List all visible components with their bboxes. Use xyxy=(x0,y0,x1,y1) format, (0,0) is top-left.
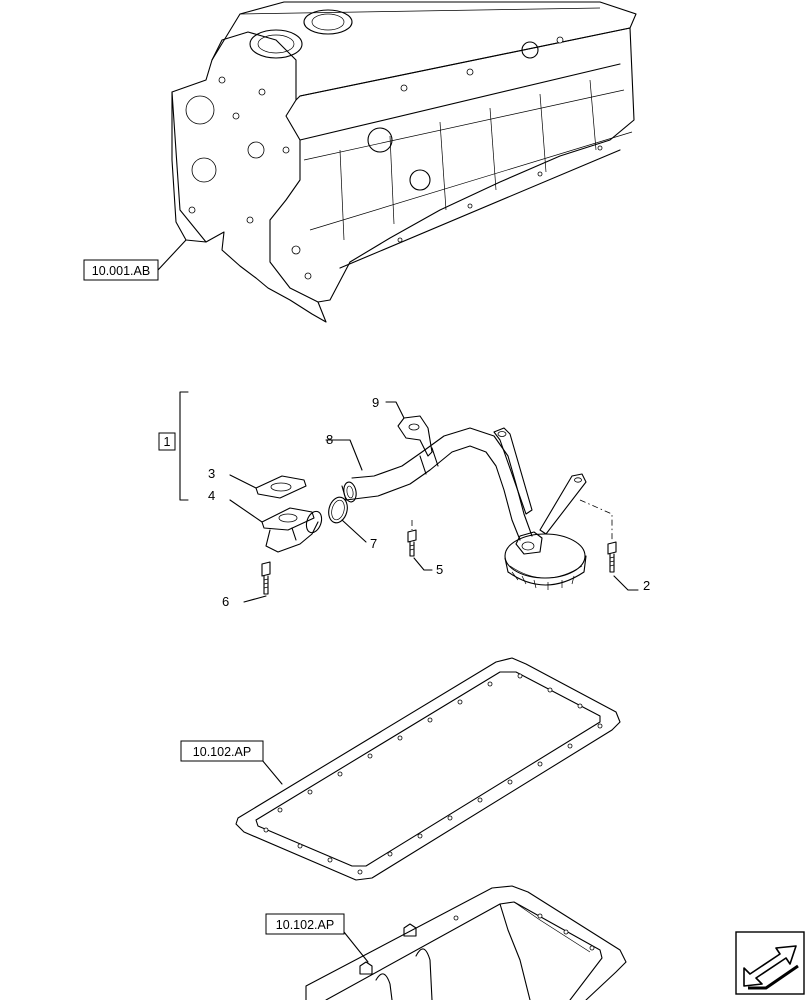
part-2-bolt xyxy=(607,541,639,591)
callout-6: 6 xyxy=(222,594,229,609)
oil-pan-gasket-reference[interactable]: 10.102.AP xyxy=(180,740,264,762)
callout-2: 2 xyxy=(643,578,650,593)
assembly-group-label[interactable]: 1 xyxy=(158,432,176,451)
assembly-group-bracket xyxy=(179,391,189,501)
part-9-bracket xyxy=(385,401,433,457)
callout-9: 9 xyxy=(372,395,379,410)
arrow-exit-icon[interactable] xyxy=(735,931,805,995)
oil-pan-illustration xyxy=(305,885,627,1000)
part-5-bolt xyxy=(407,529,433,571)
oil-pan-gasket-illustration xyxy=(235,657,621,881)
callout-5: 5 xyxy=(436,562,443,577)
oil-strainer-assembly xyxy=(493,427,587,590)
callout-4: 4 xyxy=(208,488,215,503)
svg-text:1: 1 xyxy=(164,435,171,449)
engine-block-reference[interactable]: 10.001.AB xyxy=(83,259,159,281)
part-3-gasket xyxy=(229,474,307,499)
part-4-elbow-tube xyxy=(229,499,323,553)
svg-text:10.102.AP: 10.102.AP xyxy=(193,745,251,759)
alignment-line-bolt-2 xyxy=(579,499,613,540)
engine-block-illustration xyxy=(157,1,637,323)
callout-8: 8 xyxy=(326,432,333,447)
svg-text:10.001.AB: 10.001.AB xyxy=(92,264,150,278)
oil-pan-reference[interactable]: 10.102.AP xyxy=(265,913,345,935)
part-8-suction-pipe xyxy=(325,427,533,541)
part-7-o-ring xyxy=(328,496,367,543)
part-6-bolt xyxy=(243,561,271,603)
callout-3: 3 xyxy=(208,466,215,481)
callout-7: 7 xyxy=(370,536,377,551)
svg-text:10.102.AP: 10.102.AP xyxy=(276,918,334,932)
